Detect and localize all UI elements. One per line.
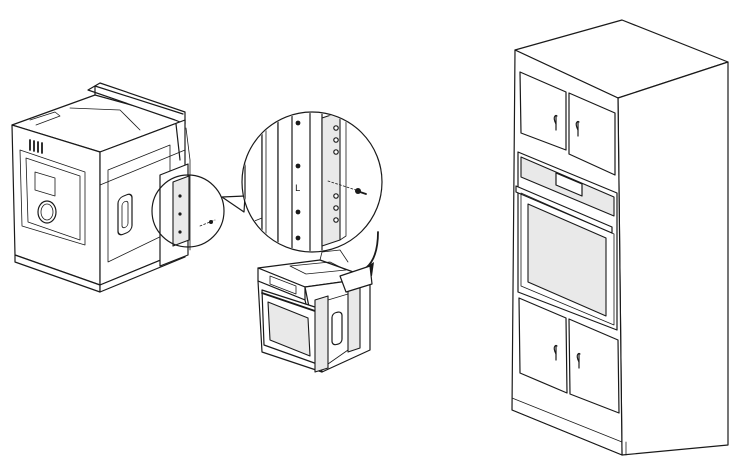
vent-slots — [29, 139, 43, 154]
front-right-bracket — [347, 283, 361, 353]
upper-cabinet-doors — [519, 71, 616, 176]
side-handle-slot — [117, 193, 133, 236]
oven-front-assembled-view — [257, 249, 373, 373]
mounting-screw-icon — [355, 188, 367, 195]
callout-connector — [221, 195, 246, 213]
front-left-bracket — [314, 295, 329, 373]
control-display — [555, 172, 583, 197]
cabinet-side — [617, 61, 729, 456]
lower-cabinet-doors — [518, 297, 620, 414]
magnified-mounting-bracket — [321, 113, 341, 247]
oven-door-window — [267, 301, 311, 357]
detail-callout-small — [151, 174, 225, 248]
detail-magnified-view: L — [241, 111, 383, 253]
bracket-side-mark: L — [295, 184, 300, 194]
cabinet-with-oven — [511, 19, 729, 456]
oven-window — [527, 203, 607, 317]
built-in-oven — [515, 151, 618, 331]
oven-chassis-rear-view — [11, 82, 191, 293]
chassis-mounting-bracket — [172, 175, 190, 247]
